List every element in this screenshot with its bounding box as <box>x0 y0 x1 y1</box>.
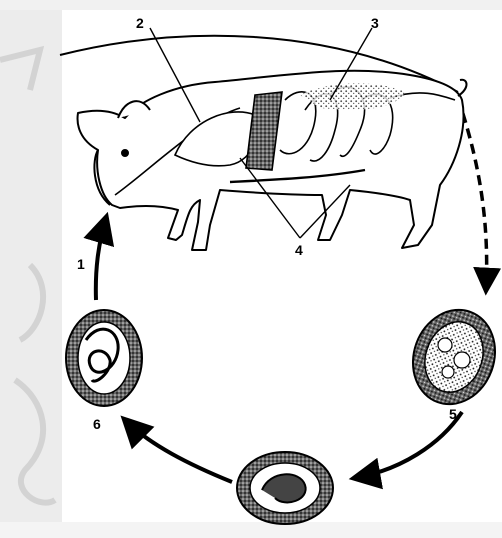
label-2: 2 <box>136 16 144 30</box>
egg-6 <box>66 310 142 406</box>
egg-5 <box>400 298 502 416</box>
arrow-egg-to-6 <box>125 420 232 482</box>
label-3: 3 <box>371 16 379 30</box>
label-1: 1 <box>77 257 85 271</box>
label-4: 4 <box>295 243 303 257</box>
watermark-shapes <box>0 50 55 503</box>
egg-bottom <box>237 452 333 524</box>
label-5: 5 <box>449 407 457 421</box>
pig-eye <box>122 150 128 156</box>
label-6: 6 <box>93 417 101 431</box>
arrow-5-to-egg <box>355 412 462 478</box>
arrow-6-to-mouth <box>96 218 106 300</box>
